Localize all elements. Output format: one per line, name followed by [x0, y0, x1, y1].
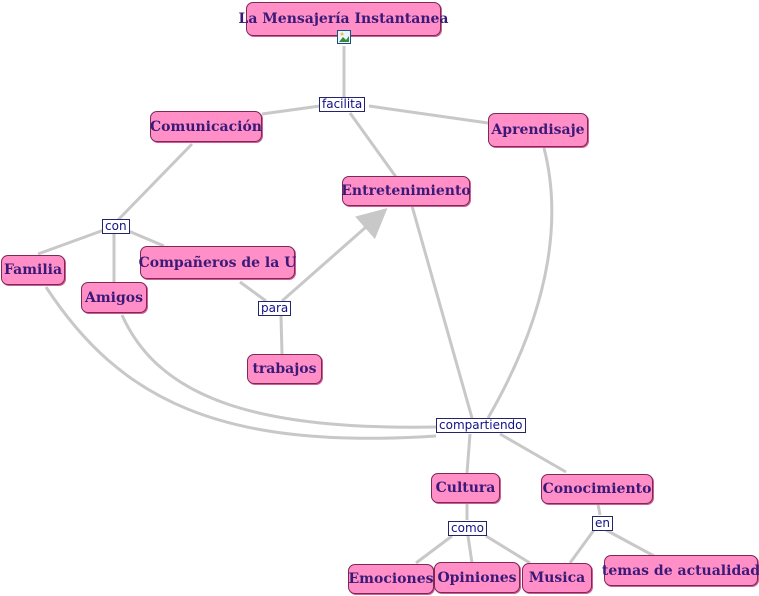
node-comunicacion[interactable]: Comunicación [150, 111, 262, 142]
node-aprendisaje[interactable]: Aprendisaje [488, 113, 588, 147]
link-compartiendo[interactable]: compartiendo [436, 418, 526, 433]
node-temas[interactable]: temas de actualidad [602, 555, 759, 586]
node-opiniones[interactable]: Opiniones [434, 562, 520, 593]
node-conocimiento[interactable]: Conocimiento [541, 474, 653, 504]
node-companeros[interactable]: Compañeros de la U [139, 246, 296, 279]
node-musica[interactable]: Musica [522, 563, 592, 593]
image-icon[interactable] [337, 30, 351, 44]
link-como[interactable]: como [448, 521, 487, 536]
node-familia[interactable]: Familia [1, 255, 65, 285]
node-amigos[interactable]: Amigos [81, 282, 147, 313]
link-en[interactable]: en [592, 516, 613, 531]
node-title[interactable]: La Mensajería Instantanea [239, 2, 448, 36]
node-entretenimiento[interactable]: Entretenimiento [341, 176, 471, 206]
node-emociones[interactable]: Emociones [348, 564, 434, 594]
link-con[interactable]: con [102, 219, 130, 234]
link-para[interactable]: para [258, 301, 292, 316]
node-cultura[interactable]: Cultura [431, 473, 500, 503]
node-trabajos[interactable]: trabajos [247, 354, 322, 384]
link-facilita[interactable]: facilita [319, 97, 366, 112]
